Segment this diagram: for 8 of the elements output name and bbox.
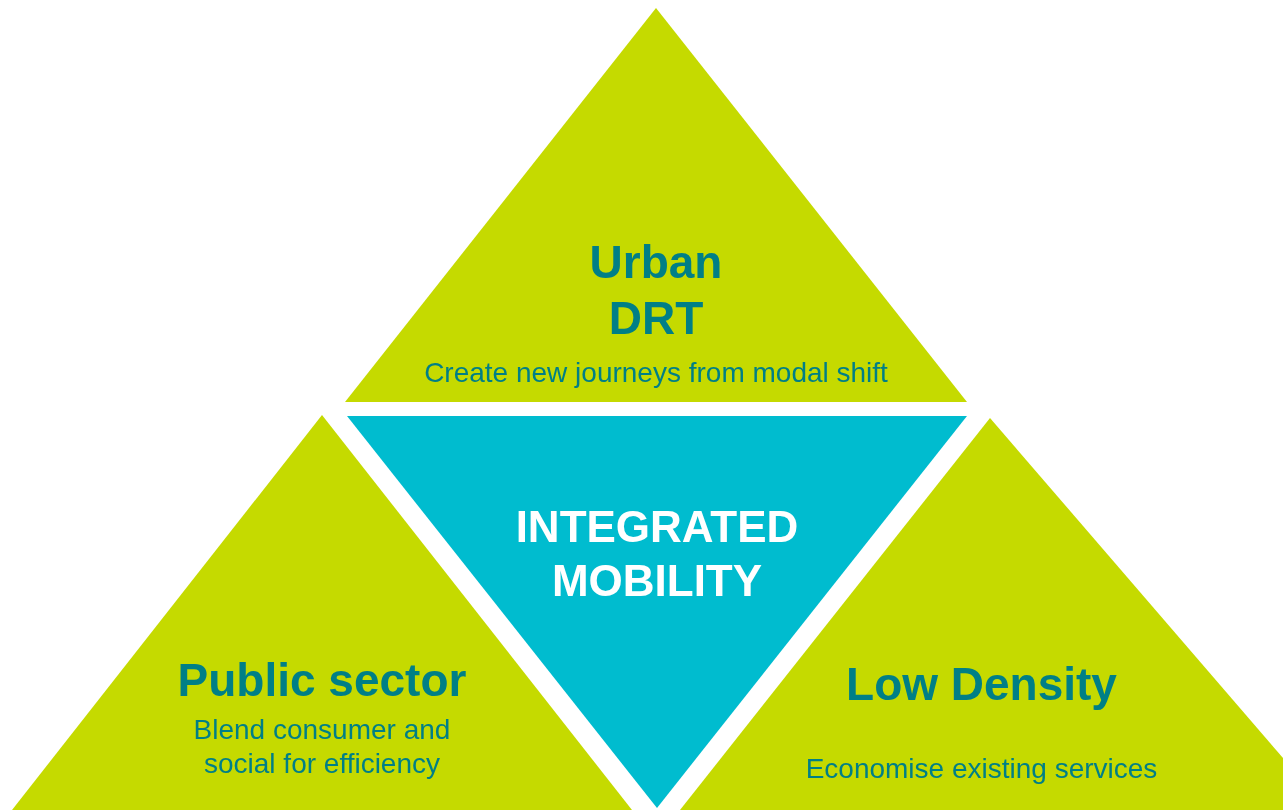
heading: Urban DRT (588, 235, 724, 347)
heading: INTEGRATED MOBILITY (514, 501, 800, 607)
description: Economise existing services (804, 752, 1159, 786)
triangle-panel (345, 8, 967, 402)
heading: Low Density (845, 657, 1118, 712)
description: Create new journeys from modal shift (423, 356, 889, 390)
heading: Public sector (176, 653, 468, 708)
description: Blend consumer and social for efficiency (192, 713, 452, 782)
